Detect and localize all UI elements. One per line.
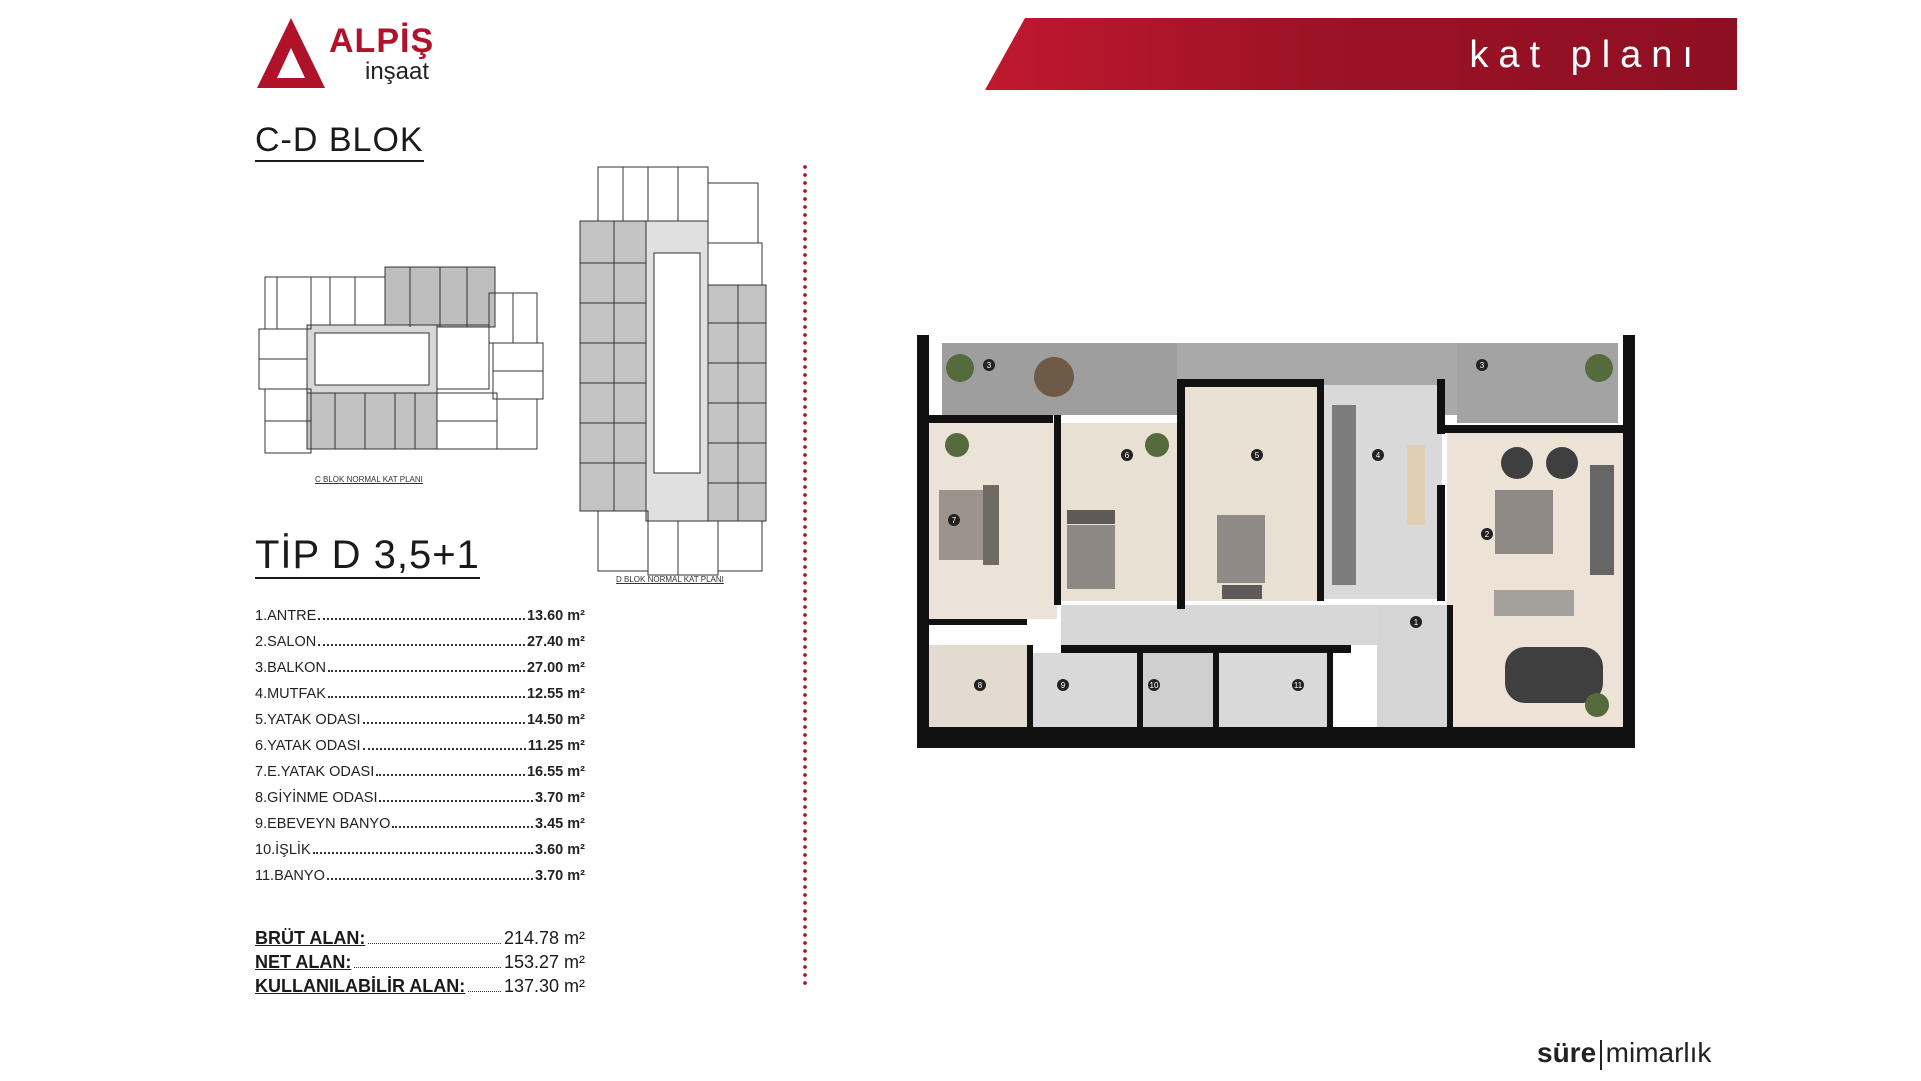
total-row: BRÜT ALAN: 214.78 m²: [255, 928, 585, 952]
room-row: 5.YATAK ODASI 14.50 m²: [255, 712, 585, 738]
leader-dots: [362, 748, 526, 750]
room-area-list: 1.ANTRE 13.60 m² 2.SALON 27.40 m² 3.BALKON…: [255, 608, 585, 894]
room-row: 3.BALKON 27.00 m²: [255, 660, 585, 686]
leader-dots: [318, 618, 525, 620]
room-name: 3.BALKON: [255, 660, 326, 676]
room-label-5: 5: [1255, 451, 1260, 460]
room-area: 14.50 m²: [526, 712, 585, 728]
c-block-plan-drawing: [258, 266, 544, 454]
room-name: 8.GİYİNME ODASI: [255, 790, 378, 806]
logo-name: ALPİŞ: [329, 22, 435, 60]
room-row: 6.YATAK ODASI 11.25 m²: [255, 738, 585, 764]
room-name: 11.BANYO: [255, 868, 325, 884]
room-label-10: 10: [1150, 681, 1159, 690]
leader-dots: [354, 967, 501, 968]
architect-logo: süre mimarlık: [1537, 1038, 1711, 1070]
leader-dots: [379, 800, 534, 802]
total-value: 153.27 m²: [503, 952, 585, 972]
company-logo: ALPİŞ inşaat: [255, 16, 475, 96]
total-value: 214.78 m²: [503, 928, 585, 948]
leader-dots: [326, 878, 534, 880]
room-name: 10.İŞLİK: [255, 842, 311, 858]
room-label-11: 11: [1294, 681, 1303, 690]
room-name: 6.YATAK ODASI: [255, 738, 361, 754]
room-name: 7.E.YATAK ODASI: [255, 764, 375, 780]
room-row: 4.MUTFAK 12.55 m²: [255, 686, 585, 712]
header-banner: kat planı: [985, 18, 1737, 90]
room-row: 1.ANTRE 13.60 m²: [255, 608, 585, 634]
room-area: 11.25 m²: [527, 738, 585, 754]
room-label-8: 8: [978, 681, 983, 690]
room-area: 27.40 m²: [526, 634, 585, 650]
room-area: 3.60 m²: [535, 842, 585, 858]
entrance-floor: [1377, 605, 1447, 735]
room-row: 9.EBEVEYN BANYO 3.45 m²: [255, 816, 585, 842]
leader-dots: [376, 774, 525, 776]
room-row: 7.E.YATAK ODASI 16.55 m²: [255, 764, 585, 790]
logo-separator: [1600, 1039, 1602, 1070]
dotted-divider: [803, 163, 807, 989]
room-area: 13.60 m²: [526, 608, 585, 624]
unit-type-title: TİP D 3,5+1: [255, 533, 480, 579]
architect-logo-light: mimarlık: [1605, 1037, 1712, 1068]
floor-plan-drawing: 1 2 3 3 4 5 6 7 8 9 10 11: [917, 335, 1647, 748]
room-name: 1.ANTRE: [255, 608, 317, 624]
logo-triangle-icon: [257, 18, 325, 88]
room-label-3b: 3: [1480, 361, 1485, 370]
page-heading: kat planı: [1469, 34, 1703, 76]
room-name: 5.YATAK ODASI: [255, 712, 361, 728]
leader-dots: [312, 852, 534, 854]
c-block-mini-plan: C BLOK NORMAL KAT PLANI: [255, 263, 555, 488]
leader-dots: [327, 670, 525, 672]
area-totals: BRÜT ALAN: 214.78 m² NET ALAN: 153.27 m² K…: [255, 928, 585, 1000]
room-name: 2.SALON: [255, 634, 317, 650]
room-label-3a: 3: [987, 361, 992, 370]
master-bath-floor: [1027, 653, 1137, 729]
room-area: 27.00 m²: [526, 660, 585, 676]
c-block-caption: C BLOK NORMAL KAT PLANI: [315, 475, 423, 484]
room-label-7: 7: [952, 516, 957, 525]
room-label-6: 6: [1125, 451, 1130, 460]
leader-dots: [327, 696, 525, 698]
total-row: KULLANILABİLİR ALAN: 137.30 m²: [255, 976, 585, 1000]
total-label: BRÜT ALAN:: [255, 928, 366, 948]
leader-dots: [468, 991, 501, 992]
block-title: C-D BLOK: [255, 122, 424, 162]
room-area: 12.55 m²: [526, 686, 585, 702]
room-name: 9.EBEVEYN BANYO: [255, 816, 391, 832]
leader-dots: [392, 826, 534, 828]
room-row: 2.SALON 27.40 m²: [255, 634, 585, 660]
total-row: NET ALAN: 153.27 m²: [255, 952, 585, 976]
utility-floor: [1137, 653, 1215, 729]
room-row: 11.BANYO 3.70 m²: [255, 868, 585, 894]
d-block-mini-plan: D BLOK NORMAL KAT PLANI: [578, 163, 788, 593]
d-block-plan-drawing: [579, 166, 767, 576]
room-area: 3.45 m²: [535, 816, 585, 832]
room-area: 3.70 m²: [535, 790, 585, 806]
bathroom-floor: [1217, 653, 1327, 729]
d-block-caption: D BLOK NORMAL KAT PLANI: [616, 575, 724, 584]
room-area: 16.55 m²: [526, 764, 585, 780]
room-area: 3.70 m²: [535, 868, 585, 884]
total-value: 137.30 m²: [503, 976, 585, 996]
room-label-4: 4: [1376, 451, 1381, 460]
room-label-2: 2: [1485, 530, 1490, 539]
floor-plan: 1 2 3 3 4 5 6 7 8 9 10 11: [917, 335, 1647, 748]
room-row: 8.GİYİNME ODASI 3.70 m²: [255, 790, 585, 816]
leader-dots: [362, 722, 525, 724]
architect-logo-bold: süre: [1537, 1037, 1597, 1068]
total-label: NET ALAN:: [255, 952, 352, 972]
room-name: 4.MUTFAK: [255, 686, 326, 702]
leader-dots: [368, 943, 501, 944]
room-row: 10.İŞLİK 3.60 m²: [255, 842, 585, 868]
leader-dots: [318, 644, 525, 646]
room-label-9: 9: [1061, 681, 1066, 690]
banner-shape: [985, 18, 1737, 90]
total-label: KULLANILABİLİR ALAN:: [255, 976, 466, 996]
logo-subtitle: inşaat: [365, 58, 430, 85]
room-label-1: 1: [1414, 618, 1419, 627]
